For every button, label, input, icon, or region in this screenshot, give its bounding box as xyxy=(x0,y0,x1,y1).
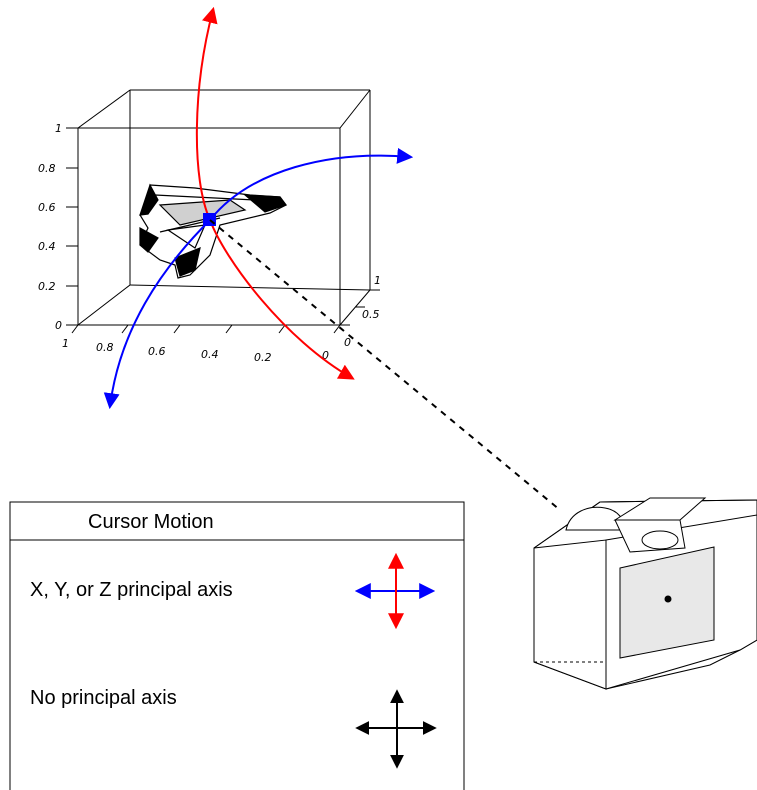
y-axis: 1 0.5 0 xyxy=(340,274,381,349)
x-tick-label: 0.6 xyxy=(148,345,166,358)
y-tick-label: 1 xyxy=(374,274,381,287)
x-tick-label: 0.8 xyxy=(96,341,114,354)
camera-icon xyxy=(533,497,757,690)
z-tick-label: 0.8 xyxy=(38,162,56,175)
axis-cross-arrows-icon xyxy=(354,552,436,630)
line-of-sight xyxy=(209,219,561,511)
box-edge-bottom-left xyxy=(77,284,131,326)
shuttle-icon xyxy=(139,183,287,279)
z-tick-label: 0.6 xyxy=(38,201,56,214)
x-axis: 1 0.8 0.6 0.4 0.2 0 xyxy=(62,324,341,364)
z-axis: 1 0.8 0.6 0.4 0.2 0 xyxy=(38,122,78,332)
x-tick-label: 0.4 xyxy=(201,348,219,361)
y-tick-label: 0 xyxy=(344,336,351,349)
legend: Cursor Motion X, Y, or Z principal axis … xyxy=(9,501,465,790)
legend-row2-label: No principal axis xyxy=(30,687,177,709)
z-tick-label: 0 xyxy=(55,319,62,332)
free-cross-arrows-icon xyxy=(355,689,437,769)
z-tick-label: 0.4 xyxy=(38,240,56,253)
z-tick-label: 1 xyxy=(55,122,62,135)
y-tick-label: 0.5 xyxy=(362,308,380,321)
x-tick-label: 0.2 xyxy=(254,351,272,364)
legend-row1-label: X, Y, or Z principal axis xyxy=(30,579,233,601)
box-edge-top-left xyxy=(77,89,131,129)
z-tick-label: 0.2 xyxy=(38,280,56,293)
x-tick-label: 1 xyxy=(62,337,69,350)
legend-title: Cursor Motion xyxy=(88,511,214,533)
box-edge-top-right xyxy=(339,89,371,129)
